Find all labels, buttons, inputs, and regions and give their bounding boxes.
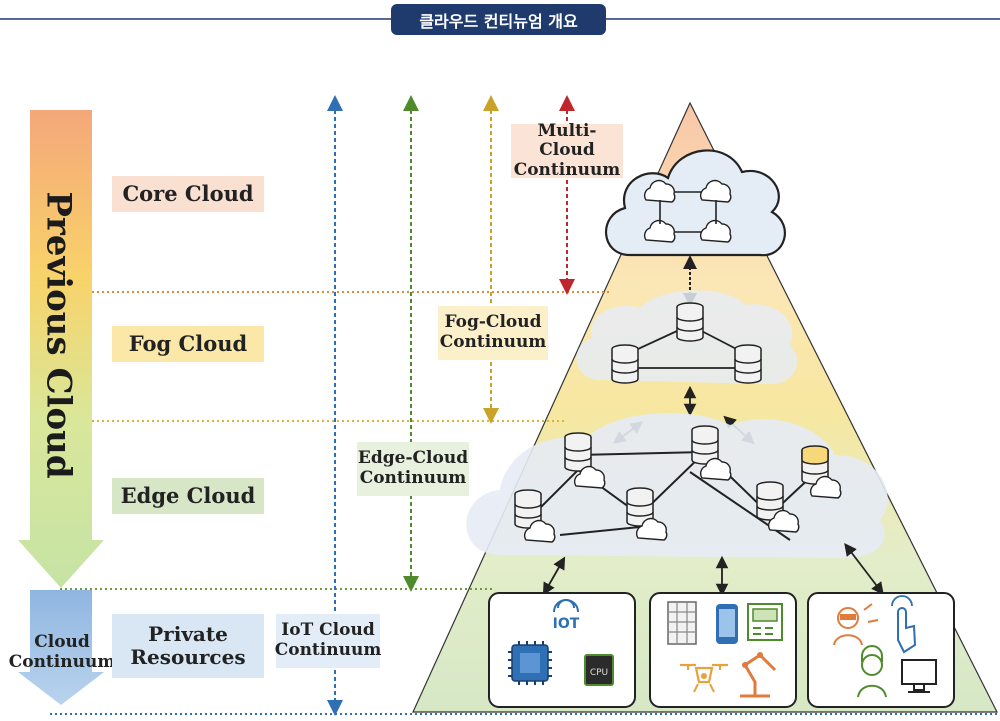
previous-cloud-arrow <box>18 110 104 588</box>
layer-core-cloud: Core Cloud <box>112 176 264 212</box>
edge-device-link-right <box>844 542 884 596</box>
fog-cloud-continuum-label: Fog-Cloud Continuum <box>438 306 548 360</box>
layer-private-resources: Private Resources <box>112 614 264 678</box>
layer-fog-cloud: Fog Cloud <box>112 326 264 362</box>
chip-icon <box>508 641 552 685</box>
core-cloud-icon <box>605 149 787 257</box>
cpu-text: CPU <box>590 668 608 678</box>
iot-cloud-continuum-label: IoT Cloud Continuum <box>275 614 381 668</box>
cpu-icon: CPU <box>584 654 614 686</box>
iot-text: IOT <box>553 616 580 632</box>
multi-cloud-continuum-label: Multi-Cloud Continuum <box>511 121 623 180</box>
cloud-continuum-label: Cloud Continuum <box>8 632 116 672</box>
machine-icon <box>747 603 783 641</box>
edge-device-link-left <box>542 556 566 596</box>
server-rack-icon <box>667 601 697 645</box>
robot-arm-icon <box>740 652 777 698</box>
layer-edge-cloud: Edge Cloud <box>112 478 264 514</box>
device-box-1 <box>488 592 636 708</box>
page-title: 클라우드 컨티뉴엄 개요 <box>391 4 606 35</box>
iot-icon: IOT <box>553 599 580 632</box>
monitor-icon <box>901 659 937 693</box>
phone-icon <box>716 604 738 644</box>
drone-icon <box>680 663 728 693</box>
cloud-continuum-arrow <box>18 590 104 705</box>
headset-user-icon <box>857 645 887 698</box>
edge-cloud-group <box>466 413 888 559</box>
vr-user-icon <box>833 603 879 646</box>
fog-cloud-group <box>576 290 798 385</box>
edge-cloud-continuum-label: Edge-Cloud Continuum <box>357 442 469 496</box>
touch-hand-icon <box>891 595 917 654</box>
previous-cloud-label: Previous Cloud <box>39 191 79 479</box>
